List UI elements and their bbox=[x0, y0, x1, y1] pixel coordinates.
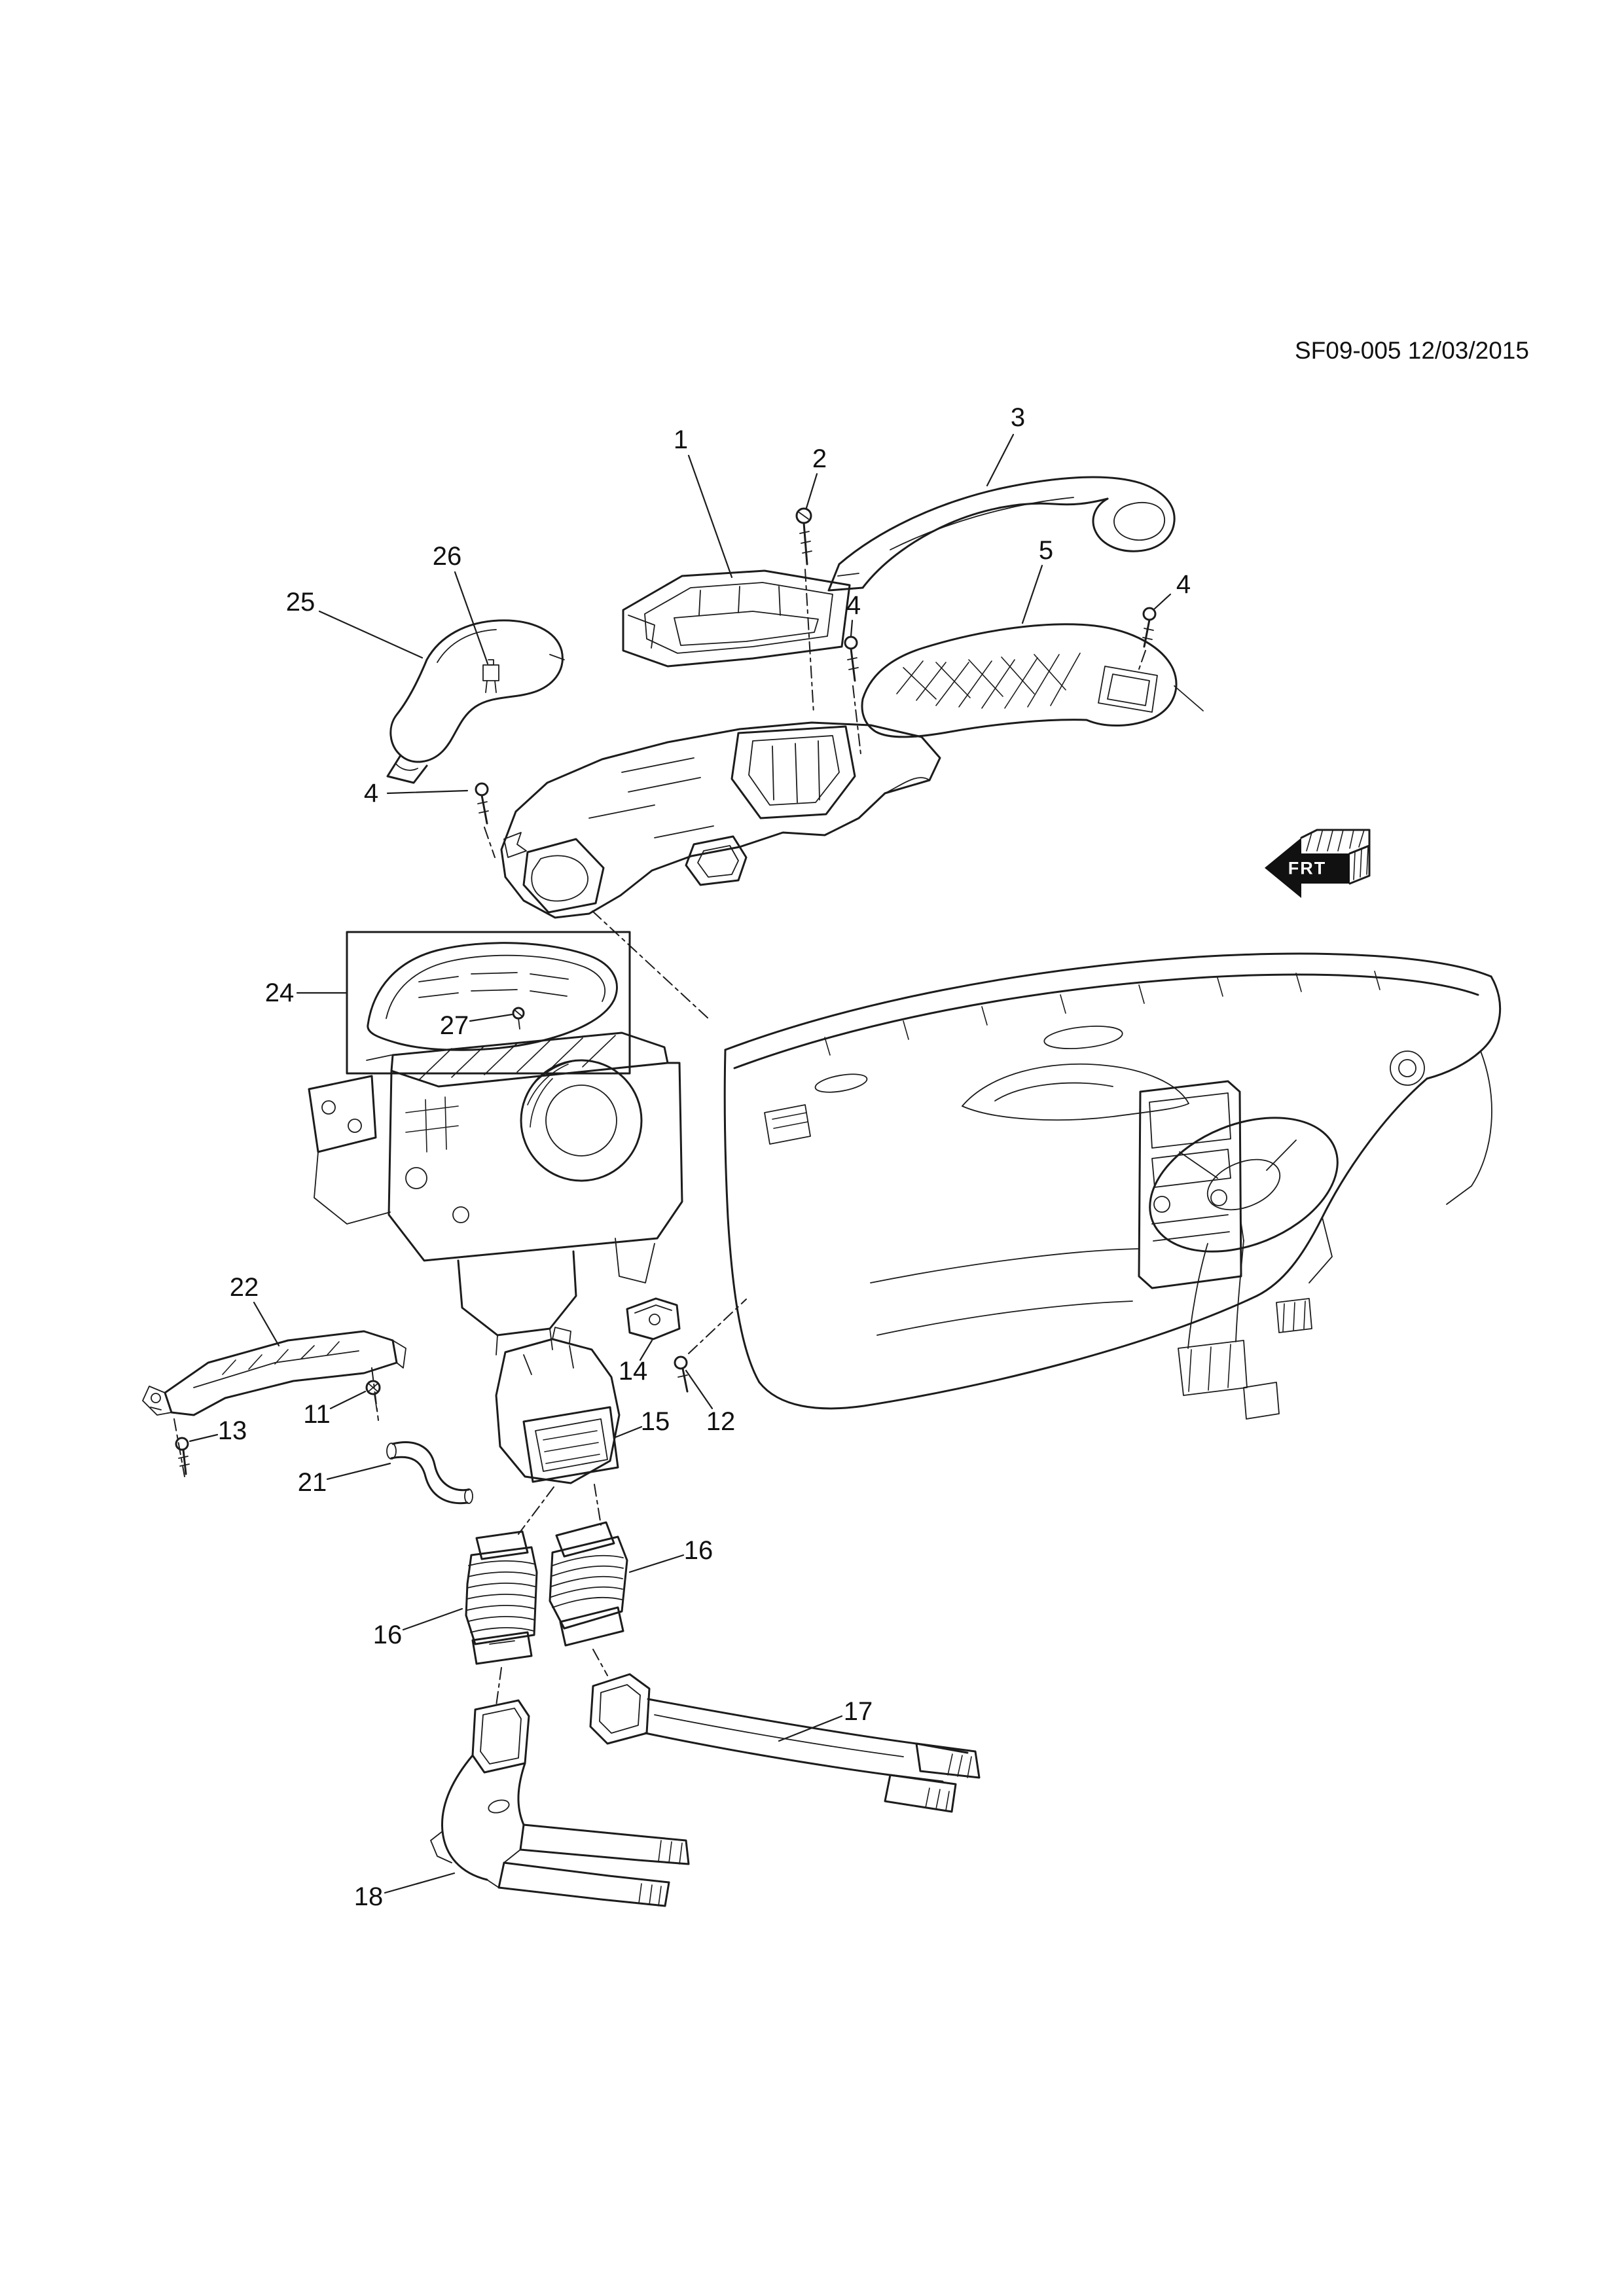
callout-part-22: 22 bbox=[229, 1273, 259, 1302]
part-26-clip bbox=[482, 659, 499, 693]
part-14-bracket bbox=[626, 1297, 681, 1340]
callout-part-14: 14 bbox=[618, 1357, 648, 1386]
callout-part-1: 1 bbox=[673, 425, 689, 454]
part-24-box bbox=[346, 931, 631, 1075]
frt-label: FRT bbox=[1288, 858, 1327, 878]
part-13-screw bbox=[175, 1437, 190, 1475]
callout-part-4-left: 4 bbox=[363, 779, 379, 808]
document-title: SF09-005 12/03/2015 bbox=[1295, 337, 1529, 364]
callout-part-16-right: 16 bbox=[683, 1536, 713, 1565]
callout-part-11: 11 bbox=[303, 1400, 331, 1429]
part-25-duct bbox=[386, 619, 565, 784]
instrument-panel bbox=[723, 952, 1502, 1420]
part-22-duct bbox=[142, 1330, 406, 1477]
part-18-duct bbox=[430, 1699, 690, 1907]
callout-part-15: 15 bbox=[640, 1407, 670, 1436]
part-5-duct bbox=[861, 623, 1204, 738]
callout-part-2: 2 bbox=[812, 444, 827, 473]
callout-part-5: 5 bbox=[1038, 536, 1054, 565]
callout-part-12: 12 bbox=[706, 1407, 736, 1436]
part-4-screw-right bbox=[1137, 607, 1157, 673]
callout-part-13: 13 bbox=[217, 1416, 247, 1445]
callout-part-16-left: 16 bbox=[372, 1621, 403, 1649]
callout-part-3: 3 bbox=[1010, 403, 1026, 432]
callout-part-4-right: 4 bbox=[1176, 570, 1191, 599]
callout-part-18: 18 bbox=[353, 1882, 384, 1911]
callout-part-25: 25 bbox=[285, 588, 316, 617]
part-2-screw bbox=[795, 507, 814, 714]
callout-part-24: 24 bbox=[264, 978, 295, 1007]
part-4-screw-left bbox=[475, 782, 496, 858]
frt-direction-arrow bbox=[1265, 829, 1371, 898]
part-11-bolt bbox=[365, 1367, 381, 1421]
callout-part-4-center: 4 bbox=[846, 591, 861, 620]
part-21-hose bbox=[386, 1441, 473, 1505]
part-12-screw bbox=[674, 1299, 747, 1393]
part-3-duct bbox=[827, 476, 1176, 592]
air-distribution-duct-assembly bbox=[500, 721, 941, 1019]
part-17-duct bbox=[589, 1673, 981, 1813]
callout-part-21: 21 bbox=[297, 1468, 327, 1497]
callout-part-27: 27 bbox=[439, 1011, 469, 1040]
part-15-duct bbox=[495, 1327, 621, 1535]
part-27-screw bbox=[512, 1007, 525, 1030]
callout-part-26: 26 bbox=[432, 542, 462, 571]
leader-lines bbox=[189, 433, 1172, 1894]
hvac-module bbox=[308, 1031, 683, 1355]
part-16-flex-duct-right bbox=[549, 1521, 628, 1676]
part-1-duct bbox=[622, 569, 851, 668]
part-16-flex-duct-left bbox=[465, 1530, 538, 1706]
callout-part-17: 17 bbox=[843, 1697, 873, 1726]
